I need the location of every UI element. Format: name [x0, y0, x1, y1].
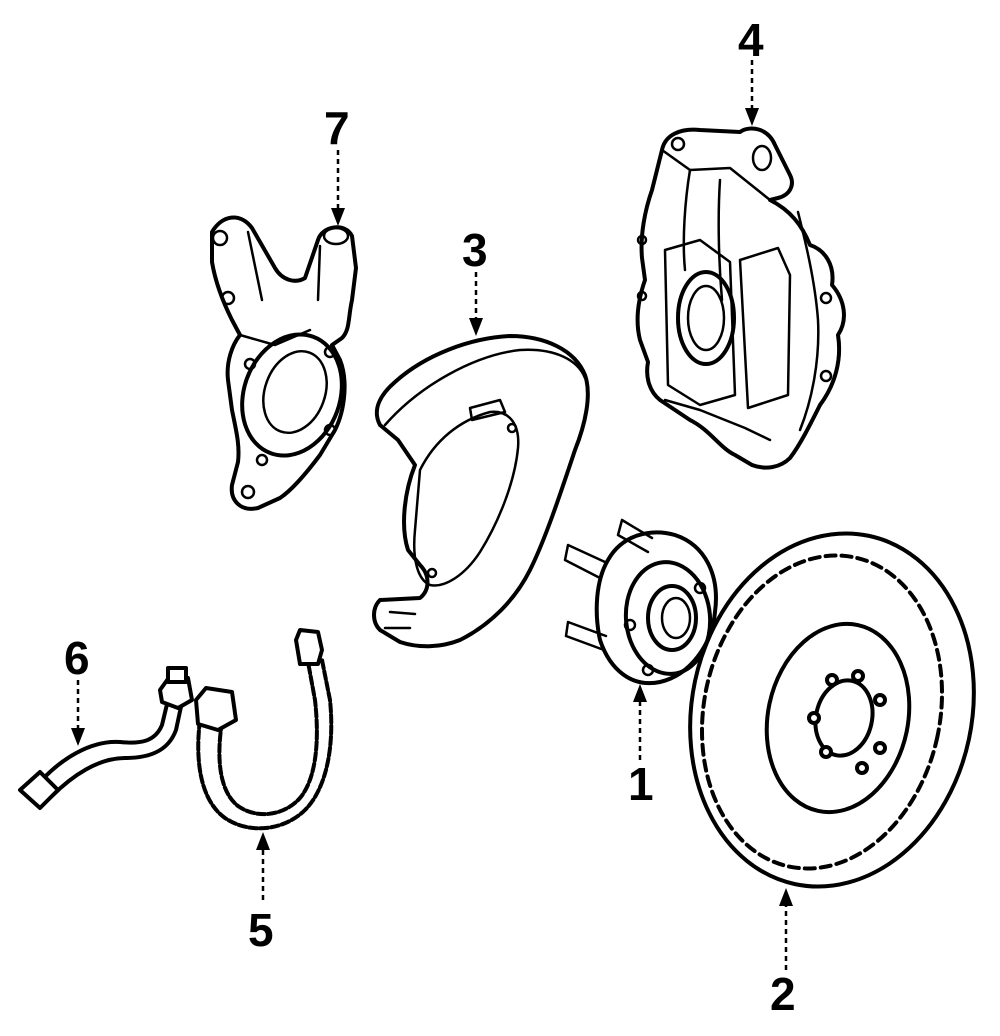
callout-labels: 7 3 4 1 2 5 6 — [64, 14, 796, 1020]
splash-shield — [372, 334, 590, 649]
callout-4: 4 — [738, 14, 764, 66]
callout-3: 3 — [462, 224, 488, 276]
brake-rotor — [688, 531, 976, 889]
callout-5: 5 — [248, 904, 274, 956]
callout-7: 7 — [324, 102, 350, 154]
callout-6: 6 — [64, 632, 90, 684]
hub-assembly — [563, 518, 718, 686]
brake-hose — [194, 628, 334, 831]
callout-2: 2 — [770, 968, 796, 1020]
callout-1: 1 — [628, 758, 654, 810]
steering-knuckle — [210, 215, 358, 511]
leader-lines — [71, 60, 793, 970]
brake-line — [18, 666, 194, 810]
brake-caliper — [635, 126, 846, 470]
